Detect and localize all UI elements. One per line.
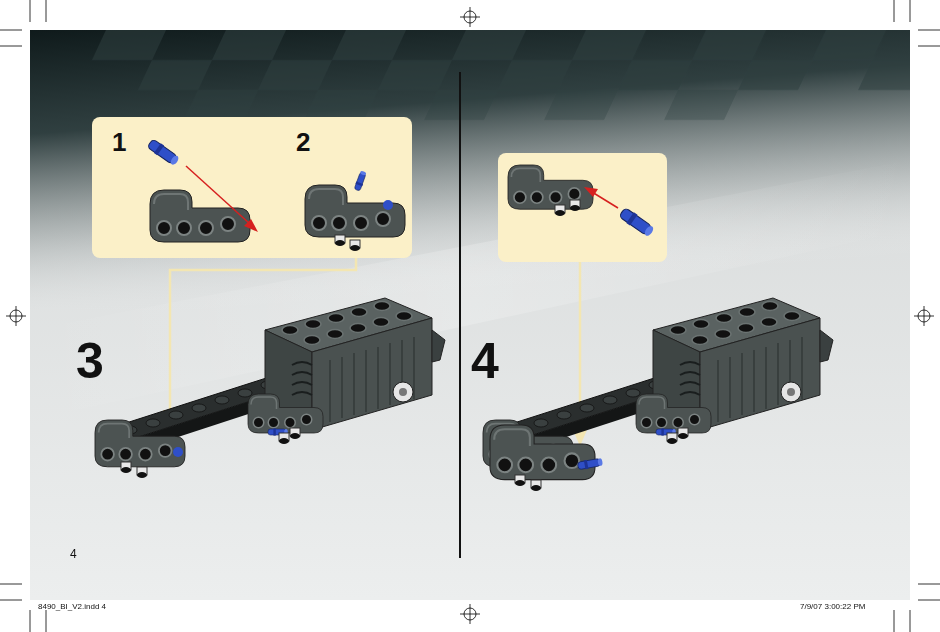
insert-arrow	[592, 192, 618, 208]
pin-tip	[555, 205, 565, 216]
divider-line	[459, 72, 461, 558]
liftarm	[305, 185, 405, 237]
liftarm	[150, 190, 250, 242]
liftarm	[483, 420, 573, 467]
pin-tip	[350, 240, 360, 251]
blue-axle-hole	[383, 200, 393, 210]
substep-number: 1	[112, 129, 126, 155]
insert-arrow	[186, 166, 250, 224]
blue-pin	[618, 207, 655, 239]
step-number: 4	[471, 336, 499, 386]
liftarm	[490, 425, 595, 480]
pin-tip	[137, 467, 147, 478]
blue-pin	[577, 457, 603, 470]
callout-leader	[170, 258, 580, 432]
insert-arrowhead	[584, 187, 598, 197]
pin-tip	[515, 475, 525, 486]
blue-pin	[147, 138, 181, 167]
checker-band	[30, 30, 910, 420]
page-number: 4	[70, 548, 77, 560]
model-step-4	[486, 298, 833, 455]
liftarm	[508, 165, 593, 209]
leader-arrowhead	[163, 410, 587, 446]
pin-tip	[335, 235, 345, 246]
model-step-3	[98, 298, 445, 455]
substep-number: 2	[296, 129, 310, 155]
pin-tip	[570, 200, 580, 211]
pin-tip	[531, 480, 541, 491]
insert-arrowhead	[244, 219, 258, 232]
step-number: 3	[76, 336, 104, 386]
page-area	[30, 30, 910, 600]
liftarm	[95, 420, 185, 467]
blue-axle-hole	[173, 447, 183, 457]
print-timestamp: 7/9/07 3:00:22 PM	[800, 603, 865, 611]
callout-box	[498, 153, 667, 262]
pin-tip	[121, 462, 131, 473]
callout-box: 12	[92, 117, 412, 258]
file-name: 8490_BI_V2.indd 4	[38, 603, 106, 611]
registration-marks	[6, 7, 934, 624]
blue-pin	[354, 170, 368, 191]
